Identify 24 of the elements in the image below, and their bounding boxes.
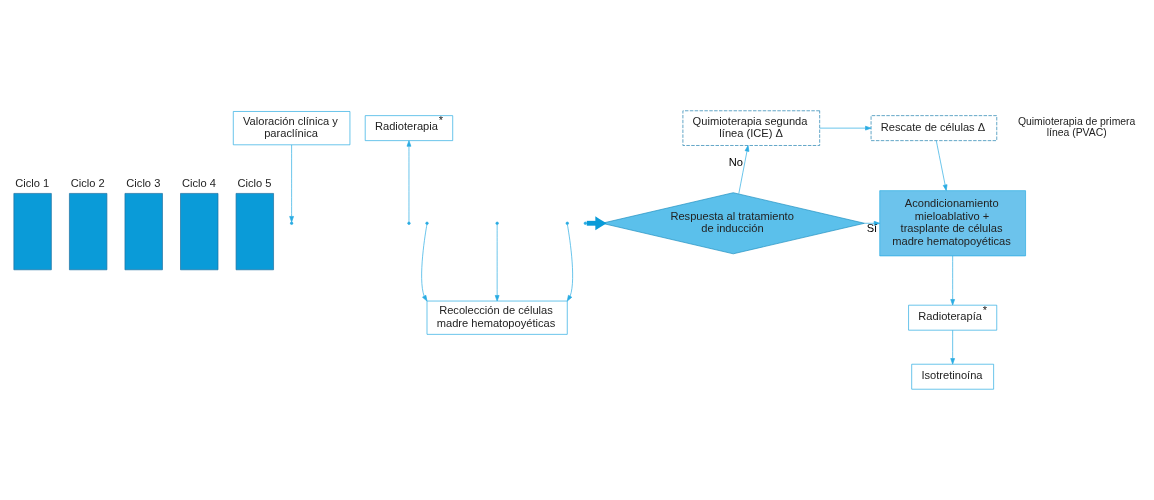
node-box: Acondicionamiento mieloablativo + trasplante de células madre hematopoyéticas (879, 190, 1026, 257)
node-label: Ciclo 3 (126, 177, 161, 190)
node-box: Rescate de células Δ (870, 115, 998, 141)
arrow (421, 224, 428, 302)
arrow (566, 224, 573, 302)
arrow (738, 145, 750, 195)
arrow (819, 125, 872, 131)
node-label: Ciclo 5 (237, 177, 272, 190)
edge-label: No (728, 156, 744, 169)
arrow (935, 140, 948, 191)
node-box: Isotretinoína (911, 363, 994, 390)
arrow (864, 220, 881, 226)
arrow (406, 140, 412, 223)
label: Quimioterapia de primera línea (PVAC) (1017, 115, 1136, 139)
node-label: Ciclo 2 (70, 177, 105, 190)
arrow (494, 224, 500, 302)
node-box: Quimioterapia segunda línea (ICE) Δ (682, 110, 821, 146)
arrow (950, 330, 955, 365)
edge-label: Sí (866, 222, 878, 235)
node-label: Ciclo 1 (15, 177, 50, 190)
arrow (950, 255, 955, 306)
node-box: Recolección de células madre hematopoyéticas (426, 300, 568, 335)
node-box: Valoración clínica y paraclínica (232, 111, 351, 146)
node-label: Ciclo 4 (181, 177, 216, 190)
